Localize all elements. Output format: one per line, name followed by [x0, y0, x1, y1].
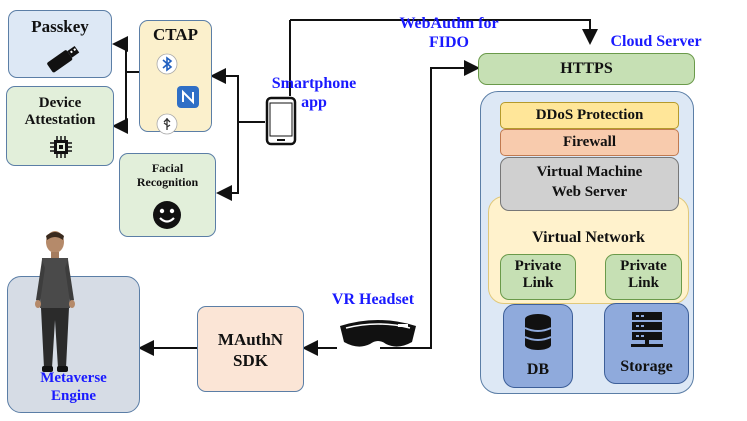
private-link-1-label-2: Link	[522, 275, 554, 292]
private-link-1-box: Private Link	[500, 254, 576, 300]
mauthn-sdk-box: MAuthN SDK	[197, 306, 304, 392]
smartphone-label: Smartphone app	[258, 74, 370, 112]
facial-recognition-box: Facial Recognition	[119, 153, 216, 237]
storage-box: Storage	[604, 303, 689, 384]
firewall-label: Firewall	[562, 134, 617, 150]
storage-label: Storage	[620, 358, 673, 375]
firewall-box: Firewall	[500, 129, 679, 156]
private-link-1-label-1: Private	[514, 258, 562, 274]
db-label: DB	[526, 361, 550, 378]
mauthn-label-2: SDK	[233, 351, 268, 371]
private-link-2-box: Private Link	[605, 254, 682, 300]
chip-icon	[50, 136, 72, 158]
avatar-figure	[35, 231, 75, 372]
facial-recognition-label-2: Recognition	[136, 174, 199, 189]
webauthn-label-1: WebAuthn for	[399, 15, 499, 32]
https-box: HTTPS	[478, 53, 695, 85]
smiley-face-icon	[153, 201, 181, 229]
smartphone-label-1: Smartphone	[271, 75, 357, 92]
nfc-icon	[177, 86, 199, 108]
smartphone-icon	[265, 96, 297, 146]
db-box: DB	[503, 304, 573, 388]
vm-label-1: Virtual Machine	[536, 164, 643, 180]
metaverse-label-2: Engine	[50, 388, 96, 404]
private-link-2-label-2: Link	[628, 275, 659, 292]
ddos-protection-box: DDoS Protection	[500, 102, 679, 129]
device-attestation-label-1: Device	[38, 95, 82, 111]
cloud-server-label: Cloud Server	[610, 33, 702, 50]
passkey-label: Passkey	[31, 17, 89, 36]
passkey-box: Passkey	[8, 10, 112, 78]
usb-icon	[156, 113, 178, 135]
ddos-protection-label: DDoS Protection	[535, 107, 644, 123]
device-attestation-box: Device Attestation	[6, 86, 114, 166]
facial-recognition-label-1: Facial	[151, 161, 184, 175]
mauthn-label-1: MAuthN	[217, 330, 284, 349]
webauthn-label: WebAuthn for FIDO	[370, 14, 528, 52]
virtual-machine-box: Virtual Machine Web Server	[500, 157, 679, 211]
virtual-network-label: Virtual Network	[532, 229, 645, 246]
database-icon	[524, 314, 552, 350]
smartphone-label-2: app	[301, 94, 327, 112]
webauthn-label-2: FIDO	[429, 34, 469, 52]
ctap-label: CTAP	[152, 25, 198, 44]
https-label: HTTPS	[560, 60, 613, 77]
metaverse-label-1: Metaverse	[40, 370, 107, 386]
device-attestation-label-2: Attestation	[24, 112, 96, 129]
ctap-box: CTAP	[139, 20, 212, 135]
vm-label-2: Web Server	[551, 183, 628, 200]
server-rack-icon	[631, 312, 663, 347]
vr-headset-icon	[340, 320, 416, 347]
bluetooth-icon	[156, 53, 178, 75]
usb-key-icon	[47, 45, 80, 73]
vr-headset-label: VR Headset	[331, 291, 415, 308]
private-link-2-label-1: Private	[620, 258, 667, 274]
